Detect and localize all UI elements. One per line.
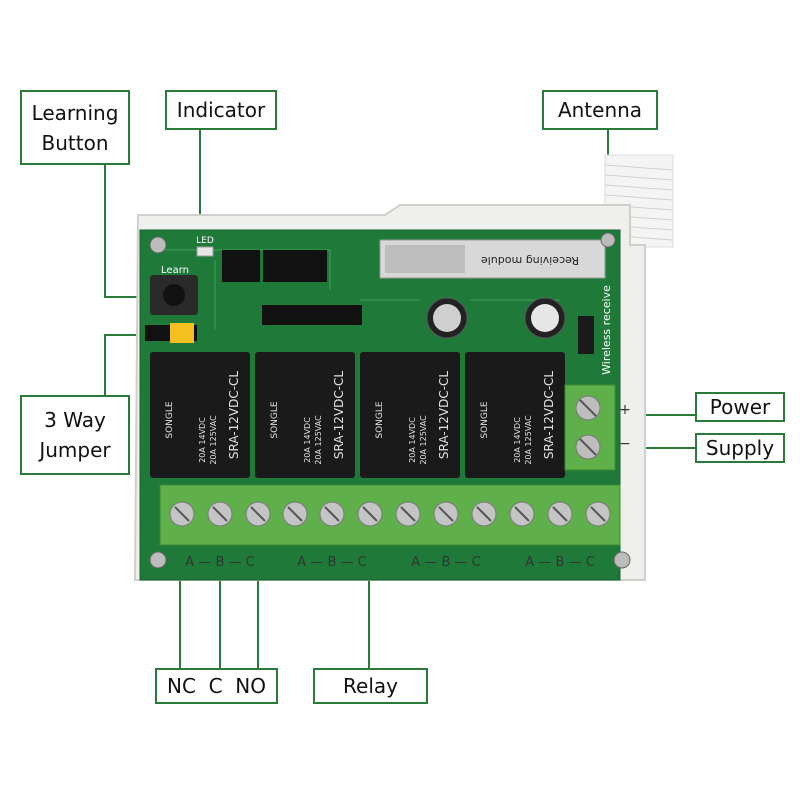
callout-antenna: Antenna [542,90,658,130]
relay-brand: SONGLE [270,401,280,439]
output-terminal-block [159,484,621,546]
callout-relay: Relay [313,668,428,704]
relay-model: SRA-12VDC-CL [542,371,556,460]
ic-chips [222,250,362,325]
learn-label: Learn [161,265,189,276]
relays [150,352,565,478]
screw-slots [174,506,606,522]
callout-antenna-text: Antenna [557,98,643,122]
relay-labels: SRA-12VDC-CL SRA-12VDC-CL SRA-12VDC-CL S… [165,371,556,465]
relay-model: SRA-12VDC-CL [332,371,346,460]
indicator-led [196,246,214,257]
led-label: LED [196,236,214,246]
mounting-screws [149,232,631,569]
plus-label: + [619,402,631,418]
callout-jumper-line2: Jumper [39,438,111,462]
relay-rating: 20A 14VDC [198,417,207,463]
relay-brand: SONGLE [165,401,175,439]
relay-rating: 20A 14VDC [513,417,522,463]
jumper-header [145,323,197,343]
relay-brand: SONGLE [375,401,385,439]
callout-supply: Supply [695,433,785,463]
callout-jumper: 3 Way Jumper [20,395,130,475]
terminal-labels: A — B — C A — B — C A — B — C A — B — C [185,555,594,570]
relay-rating: 20A 125VAC [314,415,323,465]
wireless-label: Wireless receive [600,285,613,375]
callout-learning-line1: Learning [31,100,119,125]
callout-power-text: Power [709,395,771,419]
terminal-label: A — B — C [297,555,366,570]
callout-learning-line2: Button [41,130,109,155]
callout-power: Power [695,392,785,422]
receiving-module [379,239,606,279]
relay-rating: 20A 14VDC [408,417,417,463]
callout-indicator: Indicator [165,90,277,130]
relay-model: SRA-12VDC-CL [437,371,451,460]
relay-model: SRA-12VDC-CL [227,371,241,460]
terminal-label: A — B — C [525,555,594,570]
relay-rating: 20A 125VAC [209,415,218,465]
relay-brand: SONGLE [480,401,490,439]
antenna-coil [604,154,674,248]
learning-button [150,275,198,315]
terminal-label: A — B — C [411,555,480,570]
callout-learning-button: Learning Button [20,90,130,165]
relay-rating: 20A 14VDC [303,417,312,463]
relay-rating: 20A 125VAC [419,415,428,465]
callout-supply-text: Supply [705,436,775,460]
callout-nc-c-no-text: NC C NO [166,674,267,698]
module-label: Receiving module [481,254,579,267]
callout-jumper-line1: 3 Way [44,408,106,432]
relay-rating: 20A 125VAC [524,415,533,465]
power-terminal [564,384,616,471]
terminal-label: A — B — C [185,555,254,570]
diode [578,316,594,354]
callout-indicator-text: Indicator [176,98,266,122]
callout-relay-text: Relay [343,674,398,698]
minus-label: − [619,436,631,452]
callout-nc-c-no: NC C NO [155,668,278,704]
